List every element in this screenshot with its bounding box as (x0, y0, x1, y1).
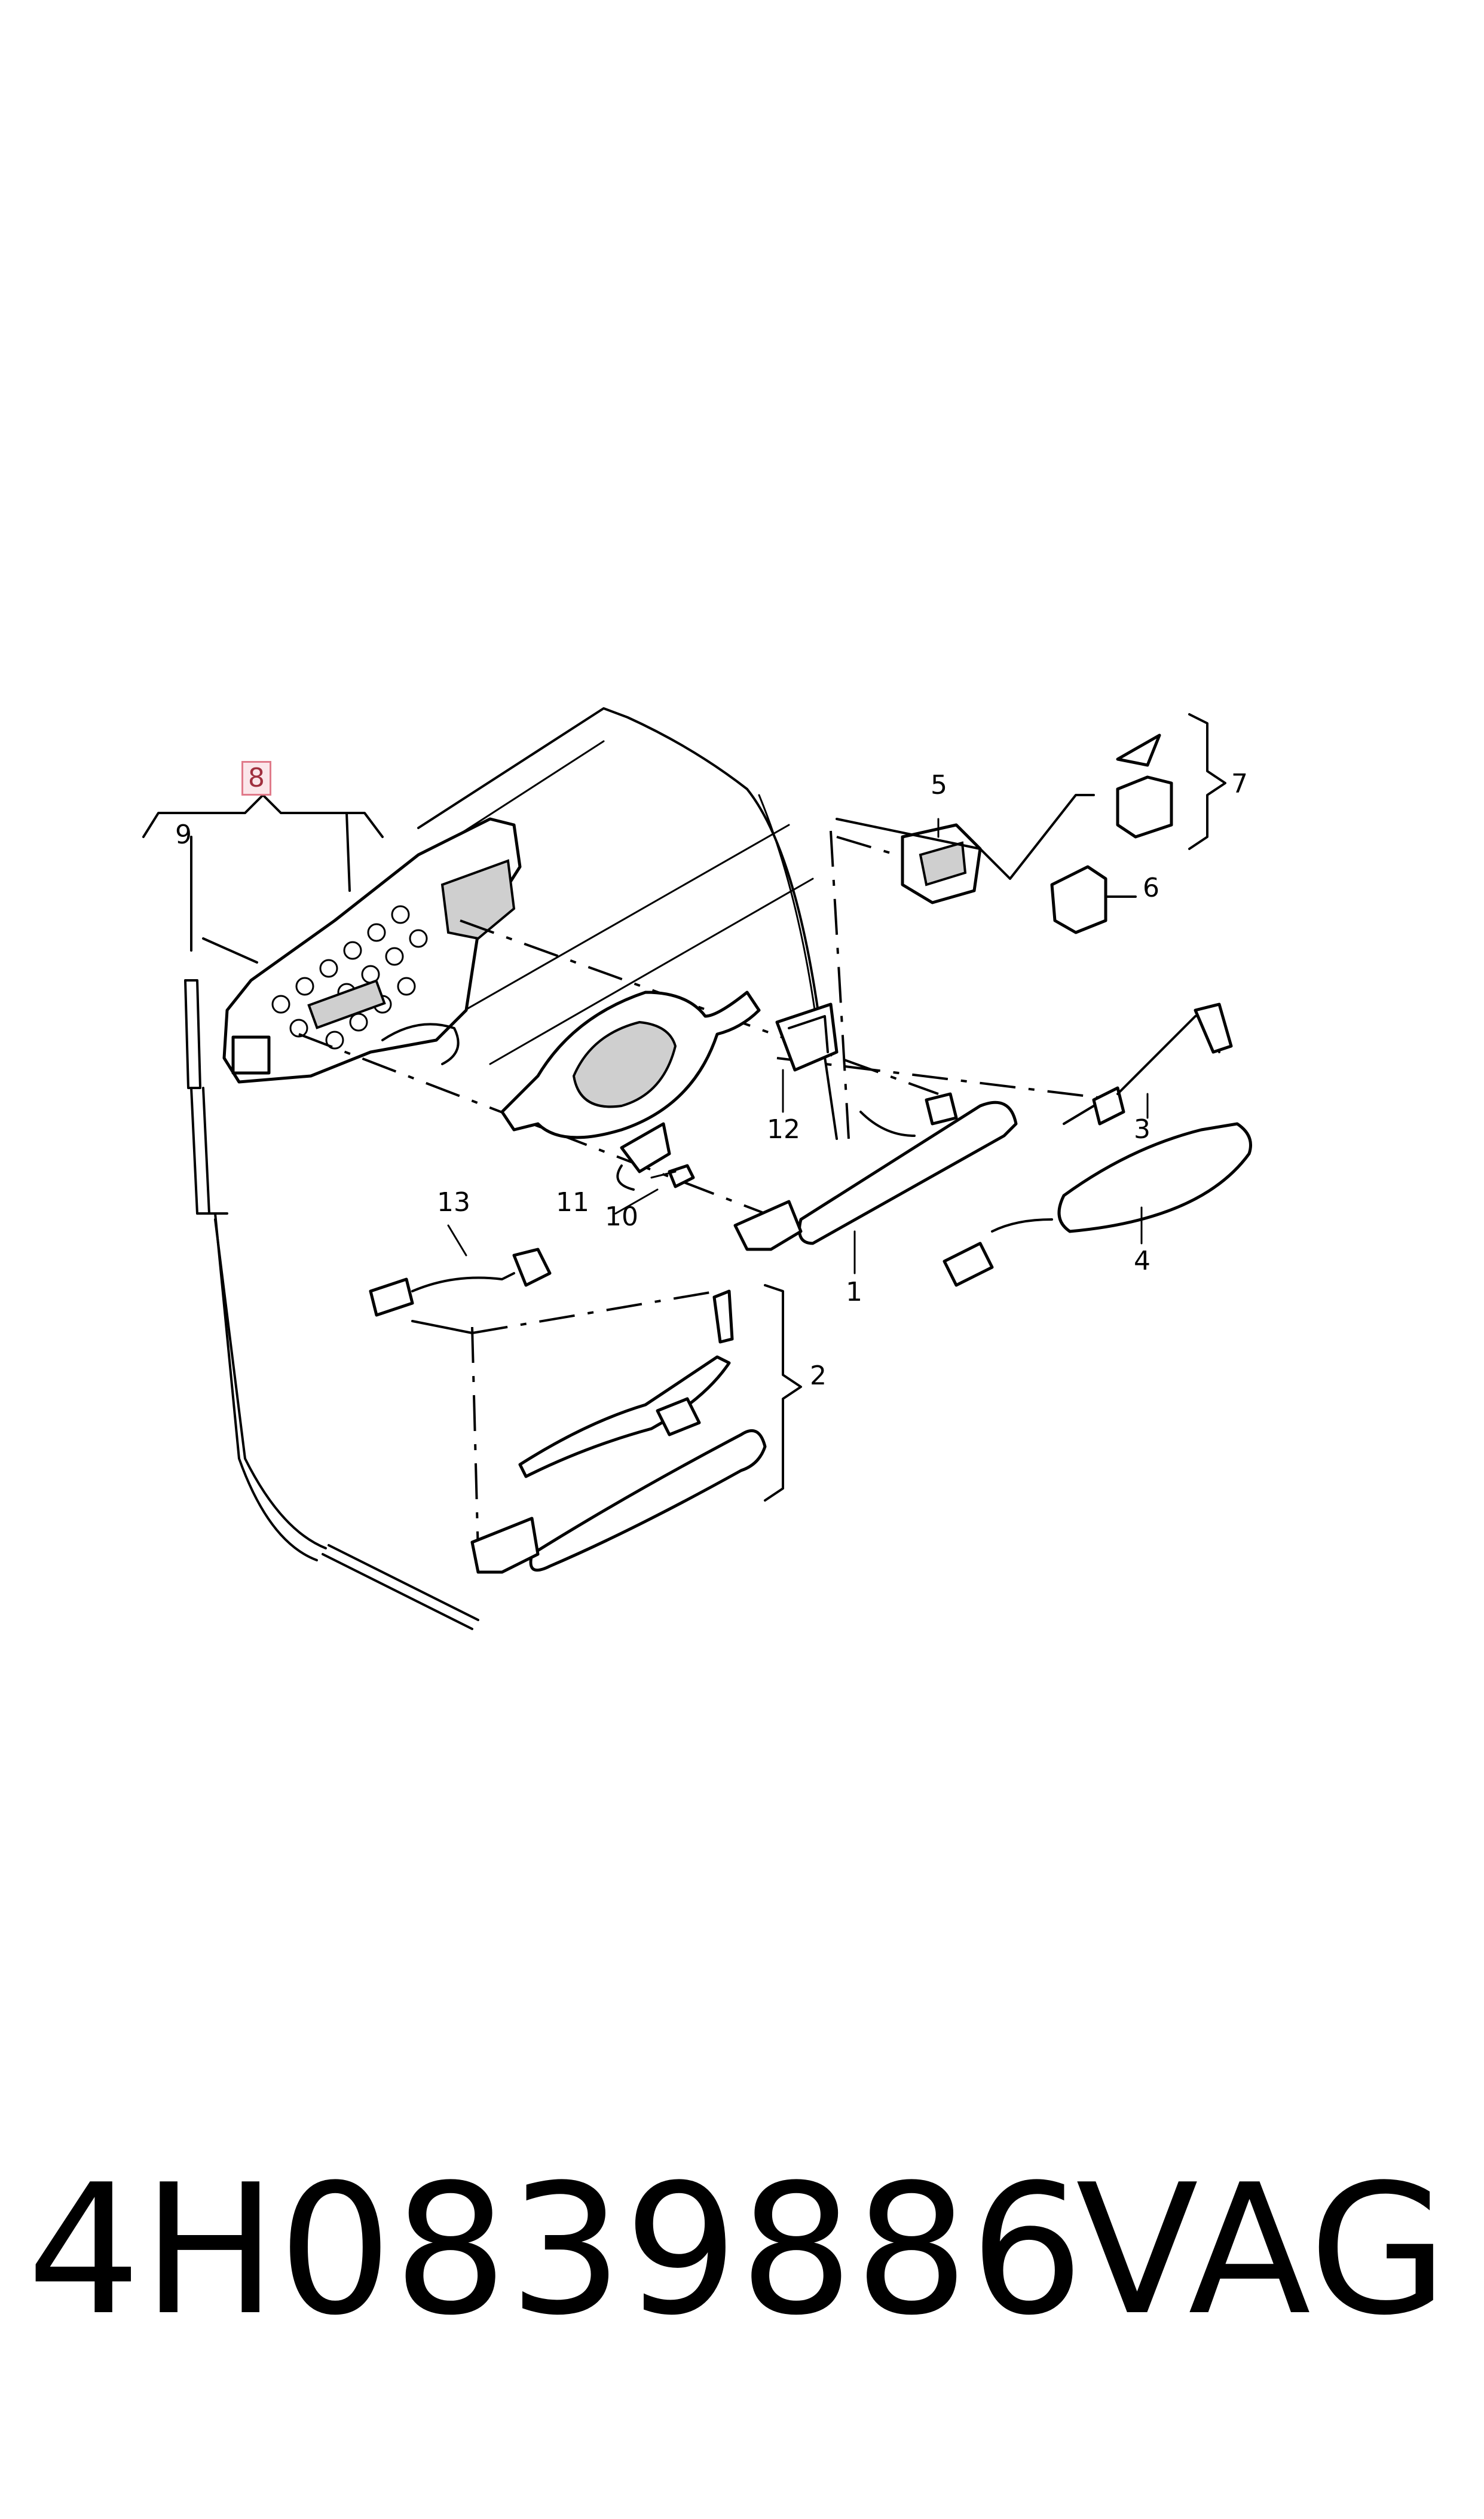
callout-label-12: 12 (767, 1114, 800, 1145)
part-13-sensor (369, 1248, 552, 1317)
handle-escutcheon (500, 991, 761, 1139)
part-2-handle (470, 1284, 802, 1574)
part-7-caps (1116, 713, 1226, 850)
part-number: 4H0839886 (27, 2146, 1085, 2355)
part-12-seal (775, 1002, 839, 1072)
handle-carrier (222, 817, 522, 1084)
callout-leaders (447, 818, 1149, 1274)
callout-label-13: 13 (437, 1187, 470, 1218)
clip-and-screw (616, 1122, 695, 1191)
part-3-gasket (1063, 1002, 1233, 1126)
callout-label-11: 11 (556, 1187, 589, 1218)
callout-label-7: 7 (1231, 769, 1248, 799)
part-1-handle (733, 1092, 1018, 1251)
callout-label-2: 2 (810, 1361, 827, 1391)
callout-label-1: 1 (846, 1277, 862, 1307)
part-4-handle-cable (943, 1122, 1252, 1287)
bowden-cable (184, 836, 479, 1630)
callout-label-8[interactable]: 8 (241, 761, 271, 796)
callout-label-5: 5 (931, 770, 947, 800)
part-6-cap (1050, 865, 1137, 934)
part-5-lock (836, 794, 1095, 904)
callout-label-10: 10 (605, 1202, 638, 1232)
brand-label: VAG (1076, 2146, 1449, 2355)
assembly-lines (298, 836, 1118, 1555)
callout-label-4: 4 (1134, 1246, 1151, 1276)
callout-label-6: 6 (1143, 873, 1159, 903)
callout-label-9: 9 (175, 820, 192, 850)
callout-label-3: 3 (1134, 1114, 1151, 1145)
